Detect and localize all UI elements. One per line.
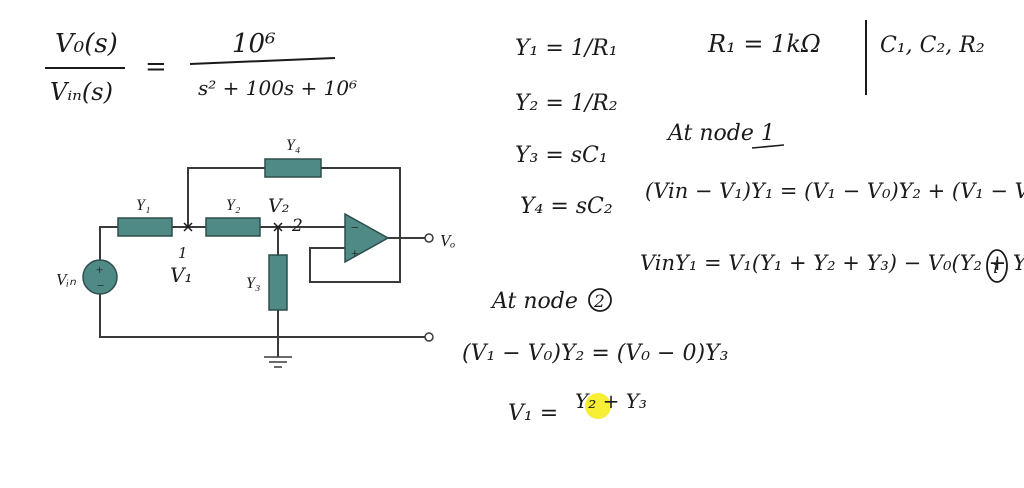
- node2-equation-2-numerator: Y₂ + Y₃: [575, 389, 647, 413]
- admittance-y3: [268, 254, 288, 311]
- opamp-noninverting-sign: +: [350, 247, 359, 262]
- given-values: R₁ = 1kΩ C₁, C₂, R₂: [707, 20, 985, 95]
- tf-rhs-numerator: 10⁶: [232, 29, 276, 59]
- label-y4: Y₄: [286, 137, 300, 154]
- admittance-y1: [117, 217, 173, 237]
- label-y1: Y₁: [136, 197, 150, 214]
- wire-ground-rail: [99, 294, 425, 338]
- wire-y4-left: [187, 167, 265, 227]
- opamp-icon: [344, 212, 390, 264]
- node2-heading-number: 2: [593, 292, 605, 312]
- given-unknowns: C₁, C₂, R₂: [880, 33, 985, 58]
- node1-heading: At node 1: [666, 121, 775, 146]
- node1-equation-2: VinY₁ = V₁(Y₁ + Y₂ + Y₃) − V₀(Y₂ + Y₄) -…: [640, 251, 1024, 275]
- voltage-source-icon: [82, 259, 118, 295]
- def-y4: Y₄ = sC₂: [520, 194, 613, 219]
- cursor-highlight: [585, 393, 611, 419]
- wire-feedback: [309, 238, 401, 283]
- transfer-function: V₀(s) Vᵢₙ(s) = 10⁶ s² + 100s + 10⁶: [45, 29, 357, 106]
- node2-equation-1: (V₁ − V₀)Y₂ = (V₀ − 0)Y₃: [462, 341, 728, 366]
- admittance-definitions: Y₁ = 1/R₁ Y₂ = 1/R₂ Y₃ = sC₁ Y₄ = sC₂: [515, 36, 618, 219]
- node-markers: [183, 222, 283, 232]
- opamp-inverting-sign: −: [350, 221, 359, 236]
- output-terminal-icon: [424, 233, 434, 243]
- def-y1: Y₁ = 1/R₁: [515, 36, 618, 61]
- label-y2: Y₂: [226, 197, 241, 214]
- ground-terminal-icon: [424, 332, 434, 342]
- tf-equals: =: [145, 52, 167, 82]
- source-minus-sign: −: [96, 278, 105, 293]
- node2-voltage-label: V₂: [268, 195, 289, 217]
- node2-heading: At node: [490, 289, 578, 314]
- given-r1: R₁ = 1kΩ: [707, 30, 821, 58]
- admittance-y4: [264, 158, 322, 178]
- def-y2: Y₂ = 1/R₂: [515, 91, 618, 116]
- equation-tag-label: i: [993, 257, 999, 278]
- label-y3: Y₃: [246, 275, 260, 292]
- tf-lhs-numerator: V₀(s): [55, 29, 118, 59]
- node2-analysis: At node 2 (V₁ − V₀)Y₂ = (V₀ − 0)Y₃ V₁ = …: [462, 288, 728, 426]
- ground-icon: [264, 356, 292, 368]
- node2-number: 2: [291, 216, 303, 236]
- def-y3: Y₃ = sC₁: [515, 143, 608, 168]
- label-vo: Vₒ: [440, 231, 455, 250]
- node2-heading-circle: [588, 288, 612, 312]
- admittance-y2: [205, 217, 261, 237]
- wire-y4-right: [321, 167, 401, 238]
- node1-equation-1: (Vin − V₁)Y₁ = (V₁ − V₀)Y₂ + (V₁ − V₀)Y₄: [645, 179, 1024, 203]
- node2-equation-2-lhs: V₁ =: [508, 401, 558, 426]
- label-vin: Vᵢₙ: [56, 270, 76, 289]
- node1-heading-underline: [751, 144, 785, 149]
- source-plus-sign: +: [95, 262, 104, 277]
- equation-tag-circle: [986, 249, 1008, 283]
- node1-voltage-label: V₁: [170, 263, 192, 287]
- node1-number: 1: [178, 244, 188, 262]
- tf-lhs-denominator: Vᵢₙ(s): [50, 78, 113, 106]
- tf-rhs-denominator: s² + 100s + 10⁶: [198, 76, 357, 100]
- circuit-diagram: − + + − Y₁ Y₂ Y₄ Y₃ Vᵢₙ Vₒ V₂ 2 1 V₁: [56, 137, 455, 368]
- circuit-wires: [99, 167, 425, 357]
- wire-source-top: [99, 226, 118, 260]
- tf-rhs-fraction-bar: [189, 57, 336, 65]
- node1-analysis: At node 1 (Vin − V₁)Y₁ = (V₁ − V₀)Y₂ + (…: [640, 121, 1024, 283]
